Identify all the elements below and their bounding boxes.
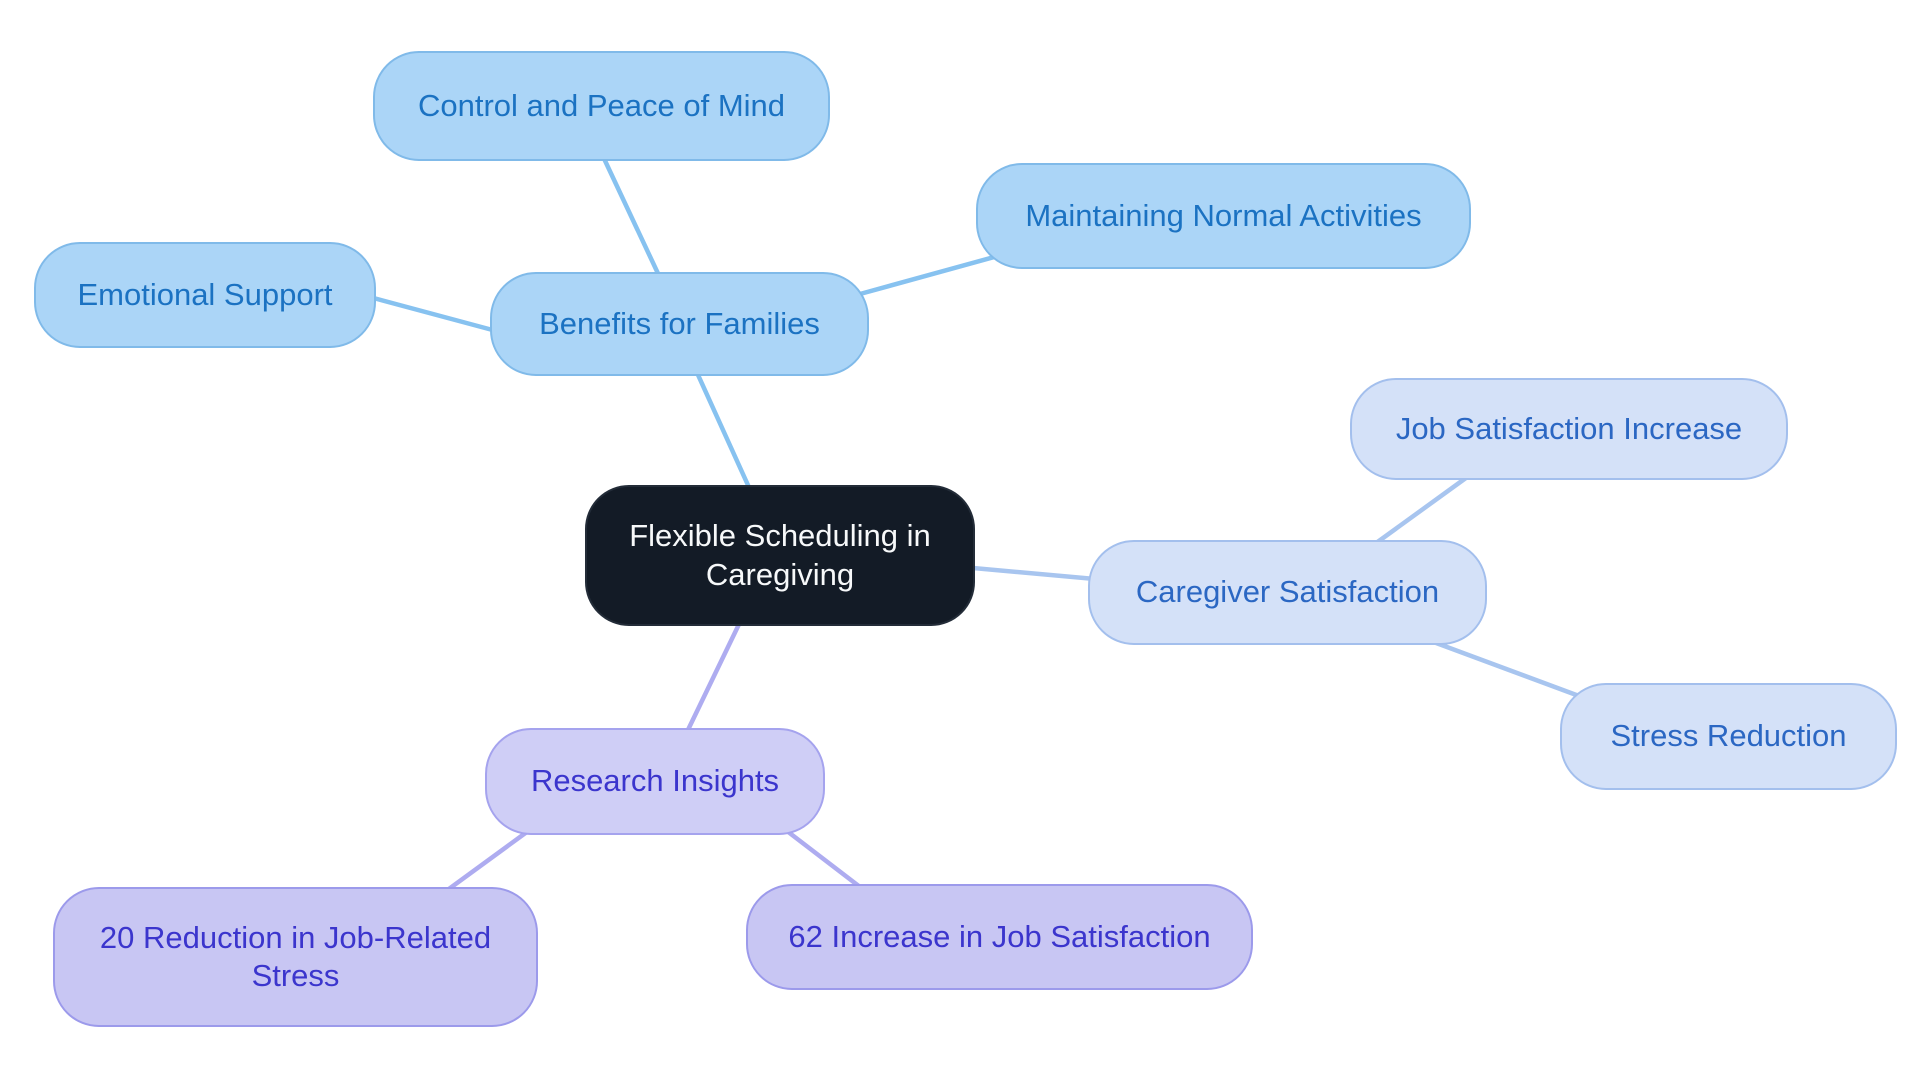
node-label: Research Insights [530,763,780,799]
branch-node-research-insights[interactable]: Research Insights [485,728,825,835]
branch-node-benefits-for-families[interactable]: Benefits for Families [490,272,869,376]
edge-caregiver-to-job-satisfaction [1369,472,1473,549]
central-node-label: Flexible Scheduling in Caregiving [629,518,931,592]
child-node-stress-reduction[interactable]: Stress Reduction [1560,683,1897,790]
edge-central-to-caregiver [959,564,1098,582]
node-label: Emotional Support [77,276,333,312]
child-node-20-reduction-job-related-stress[interactable]: 20 Reduction in Job-Related Stress [53,887,538,1027]
child-node-62-increase-job-satisfaction[interactable]: 62 Increase in Job Satisfaction [746,884,1253,990]
edge-central-to-benefits [691,363,755,497]
node-label: 62 Increase in Job Satisfaction [788,918,1211,954]
edge-benefits-to-emotional-support [363,293,503,335]
edge-benefits-to-control-peace [597,147,665,285]
child-node-emotional-support[interactable]: Emotional Support [34,242,376,348]
node-label: 20 Reduction in Job-Related Stress [99,919,492,993]
node-label: Caregiver Satisfaction [1135,574,1440,610]
node-label: Benefits for Families [539,305,820,341]
child-node-maintaining-normal-activities[interactable]: Maintaining Normal Activities [976,163,1471,269]
node-label: Stress Reduction [1610,718,1847,754]
edge-central-to-research [683,615,745,737]
child-node-job-satisfaction-increase[interactable]: Job Satisfaction Increase [1350,378,1788,480]
node-label: Maintaining Normal Activities [1025,197,1422,233]
central-node-flexible-scheduling[interactable]: Flexible Scheduling in Caregiving [585,485,975,626]
child-node-control-and-peace-of-mind[interactable]: Control and Peace of Mind [373,51,830,161]
branch-node-caregiver-satisfaction[interactable]: Caregiver Satisfaction [1088,540,1487,645]
node-label: Control and Peace of Mind [417,87,786,123]
edge-benefits-to-maintaining-activities [857,248,1019,297]
node-label: Job Satisfaction Increase [1395,410,1743,446]
